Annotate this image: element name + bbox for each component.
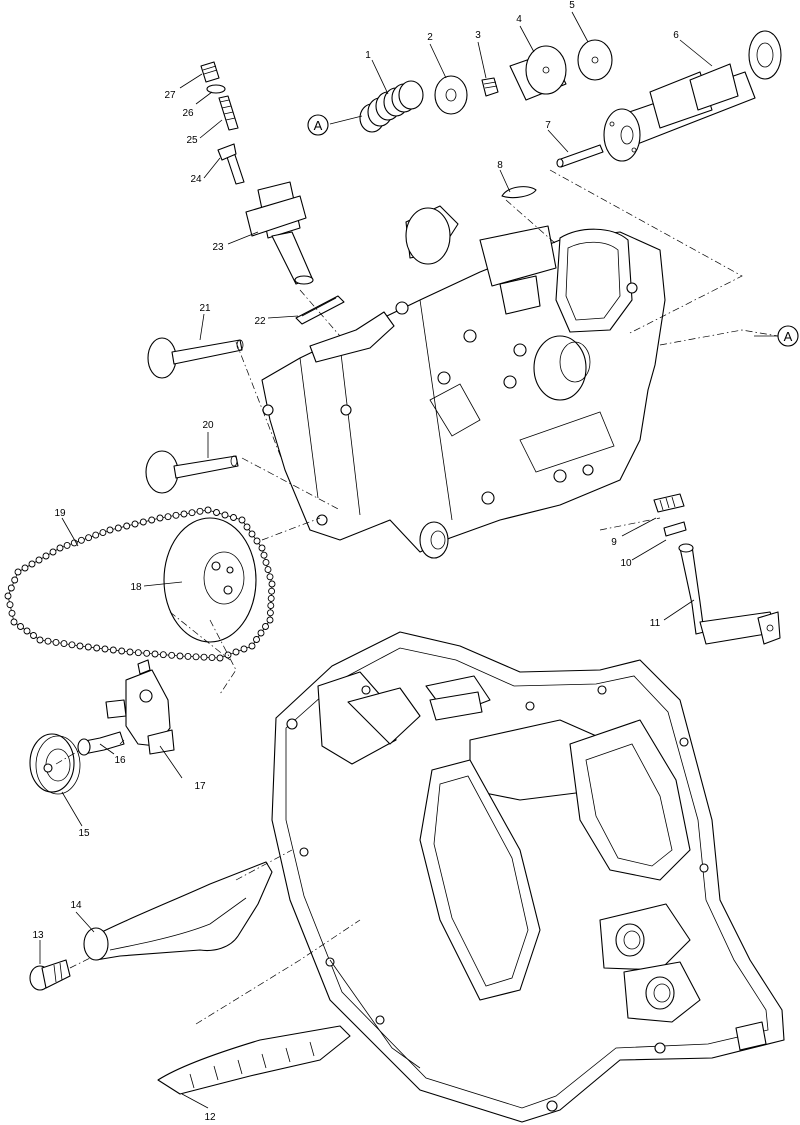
callout-27: 27 <box>164 90 176 101</box>
valve-lifter <box>509 45 567 101</box>
intake-valve <box>147 337 244 379</box>
chain-guide-front <box>157 1025 351 1095</box>
cam-sprocket <box>163 517 257 643</box>
callout-3: 3 <box>475 30 481 41</box>
reference-marker-a-right: A <box>777 325 799 347</box>
cylinder-head <box>261 205 666 559</box>
exhaust-valve <box>145 450 239 494</box>
callout-10: 10 <box>620 558 632 569</box>
callout-14: 14 <box>70 900 82 911</box>
callout-13: 13 <box>32 930 44 941</box>
valve-keeper <box>481 77 499 97</box>
retaining-clip <box>501 186 537 199</box>
tensioner-gasket <box>295 295 345 325</box>
reference-marker-a-left: A <box>307 114 329 136</box>
callout-20: 20 <box>202 420 214 431</box>
callout-22: 22 <box>254 316 266 327</box>
callout-17: 17 <box>194 781 206 792</box>
callout-26: 26 <box>182 108 194 119</box>
callout-2: 2 <box>427 32 433 43</box>
shim <box>577 39 613 81</box>
callout-9: 9 <box>611 537 617 548</box>
tensioner-spring <box>218 95 239 131</box>
callout-labels: 1 2 3 4 5 6 7 8 9 10 11 12 13 14 15 16 1… <box>32 0 679 1123</box>
valve-spring <box>359 80 424 133</box>
spring-retainer <box>434 75 468 115</box>
callout-25: 25 <box>186 135 198 146</box>
callout-11: 11 <box>650 618 661 629</box>
callout-12: 12 <box>204 1112 216 1123</box>
callout-leaders <box>39 11 778 1109</box>
reference-marker-label: A <box>314 118 323 133</box>
callout-6: 6 <box>673 30 679 41</box>
tensioner-cap-bolt <box>200 61 220 83</box>
bolt-9 <box>653 493 685 513</box>
crankcase <box>271 631 785 1123</box>
callout-5: 5 <box>569 0 575 11</box>
reference-marker-label: A <box>784 329 793 344</box>
callout-8: 8 <box>497 160 503 171</box>
callout-16: 16 <box>114 755 126 766</box>
gear-bolt <box>77 731 125 756</box>
shaft-11 <box>678 543 781 645</box>
callout-24: 24 <box>190 174 202 185</box>
alignment-lines <box>55 169 779 1025</box>
cam-chain-tensioner <box>245 181 314 285</box>
callout-4: 4 <box>516 14 522 25</box>
drive-gear <box>29 733 81 795</box>
callout-19: 19 <box>54 508 66 519</box>
guide-bolt <box>29 959 71 991</box>
tensioner-plunger <box>217 143 245 185</box>
callout-23: 23 <box>212 242 224 253</box>
cam-chain <box>4 506 276 662</box>
camshaft <box>603 30 782 162</box>
callout-18: 18 <box>130 582 142 593</box>
callout-1: 1 <box>365 50 371 61</box>
callout-21: 21 <box>199 303 211 314</box>
pin-10 <box>663 521 687 537</box>
callout-15: 15 <box>78 828 90 839</box>
callout-7: 7 <box>545 120 551 131</box>
sealing-washer <box>206 84 226 94</box>
tensioner-plate <box>105 659 175 755</box>
dowel-pin <box>556 144 604 168</box>
chain-guide-rear <box>83 861 273 961</box>
